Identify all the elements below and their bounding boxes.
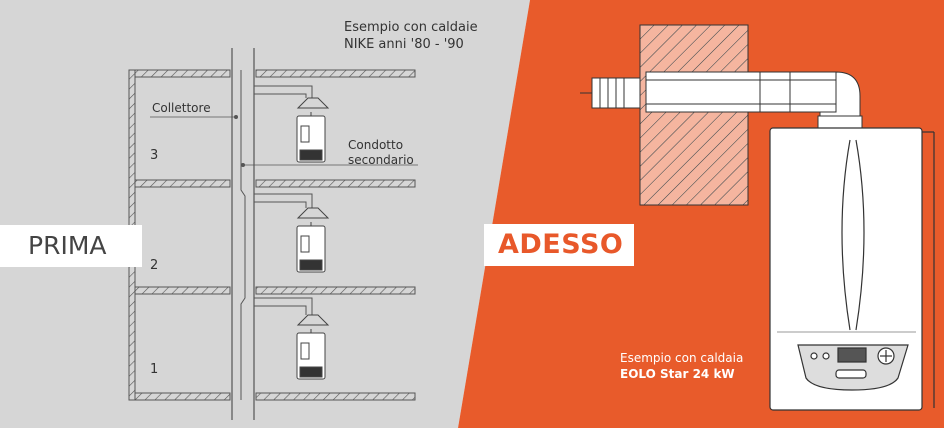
condotto-label: Condotto secondario — [348, 138, 414, 168]
floor-number-1: 1 — [150, 362, 159, 377]
flue-terminal — [580, 71, 863, 129]
floor-slab-3 — [134, 179, 231, 188]
secondary-duct — [240, 70, 246, 400]
left-header-line1: Esempio con caldaie — [344, 20, 478, 35]
wall-section — [639, 24, 749, 206]
condotto-label-line1: Condotto — [348, 138, 404, 152]
right-caption-line2: EOLO Star 24 kW — [620, 367, 735, 381]
collettore-label: Collettore — [152, 101, 211, 115]
eolo-star-boiler — [769, 127, 935, 411]
right-caption-line1: Esempio con caldaia — [620, 351, 744, 365]
left-panel-background — [0, 0, 530, 428]
prima-tag: PRIMA — [0, 225, 142, 267]
collector-flue — [231, 48, 255, 420]
nike-boiler-floor-1 — [296, 314, 330, 380]
floor-slab-1 — [134, 392, 231, 401]
roof-slab — [134, 69, 231, 78]
right-caption: Esempio con caldaia EOLO Star 24 kW — [620, 350, 743, 382]
adesso-tag: ADESSO — [484, 224, 634, 266]
left-header: Esempio con caldaie NIKE anni '80 - '90 — [344, 19, 478, 53]
floor-slab-2 — [134, 286, 231, 295]
nike-boiler-floor-2 — [296, 207, 330, 273]
left-header-line2: NIKE anni '80 - '90 — [344, 37, 464, 52]
floor-number-2: 2 — [150, 258, 159, 273]
condotto-label-line2: secondario — [348, 153, 414, 167]
floor-number-3: 3 — [150, 148, 159, 163]
nike-boiler-floor-3 — [296, 97, 330, 163]
